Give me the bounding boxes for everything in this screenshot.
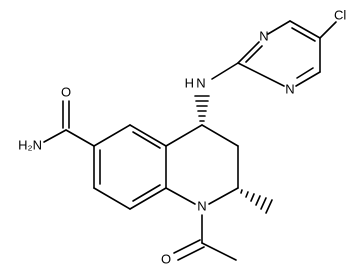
bond-aromatic-inner-2 (132, 184, 161, 202)
bond-pyr-c2-n1 (237, 41, 260, 64)
hashed-wedge-c4-nh (194, 95, 210, 122)
bond-aromatic-inner-1 (132, 131, 161, 149)
bond-c7-c8 (129, 187, 167, 210)
bond-acetyl-oxygen-2 (177, 246, 205, 261)
atom-acetyl-oxygen: O (161, 252, 171, 267)
bond-pyr-c4-n3 (295, 71, 321, 87)
bond-pyr-inner-3 (296, 67, 314, 79)
atom-ring-nitrogen: N (197, 199, 206, 214)
atom-amino-nitrogen: N (196, 76, 205, 91)
bond-pyr-inner-2 (291, 27, 316, 42)
bond-c10-c5 (93, 124, 131, 147)
bond-pyr-inner-1 (245, 45, 263, 63)
bond-c2-n1 (208, 187, 239, 205)
bond-pyr-c6-c5 (289, 20, 321, 39)
bond-c5-chlorine (319, 21, 337, 39)
bond-carbonyl-nitrogen (43, 129, 67, 143)
hashed-wedge-c2-methyl (240, 189, 273, 214)
atom-amide-nitrogen: H₂N (18, 138, 42, 153)
bond-ring-carbonyl (65, 129, 95, 147)
bond-layer (43, 20, 337, 261)
bond-nh-pyrimidine (211, 62, 239, 80)
atom-pyrimidine-n1: N (259, 29, 268, 44)
atom-pyrimidine-n3: N (285, 82, 294, 97)
bond-acetyl-oxygen-1 (173, 239, 201, 254)
atom-chlorine: Cl (334, 8, 346, 23)
atom-label-layer: O H₂N N H N N Cl N O (18, 8, 346, 267)
bond-c4-c3 (201, 124, 239, 147)
bond-c8-c9 (93, 187, 131, 210)
bond-c6-c4 (165, 124, 203, 147)
stereo-bond-layer (194, 95, 273, 214)
bond-n1-c7 (165, 187, 196, 205)
bond-pyr-n1-c6 (267, 20, 291, 35)
bond-pyr-n3-c2 (237, 62, 285, 87)
atom-amino-hydrogen: H (185, 76, 194, 91)
atom-amide-oxygen: O (61, 85, 71, 100)
bond-acetyl-methyl (201, 242, 237, 261)
bond-c5-c6 (129, 124, 167, 147)
